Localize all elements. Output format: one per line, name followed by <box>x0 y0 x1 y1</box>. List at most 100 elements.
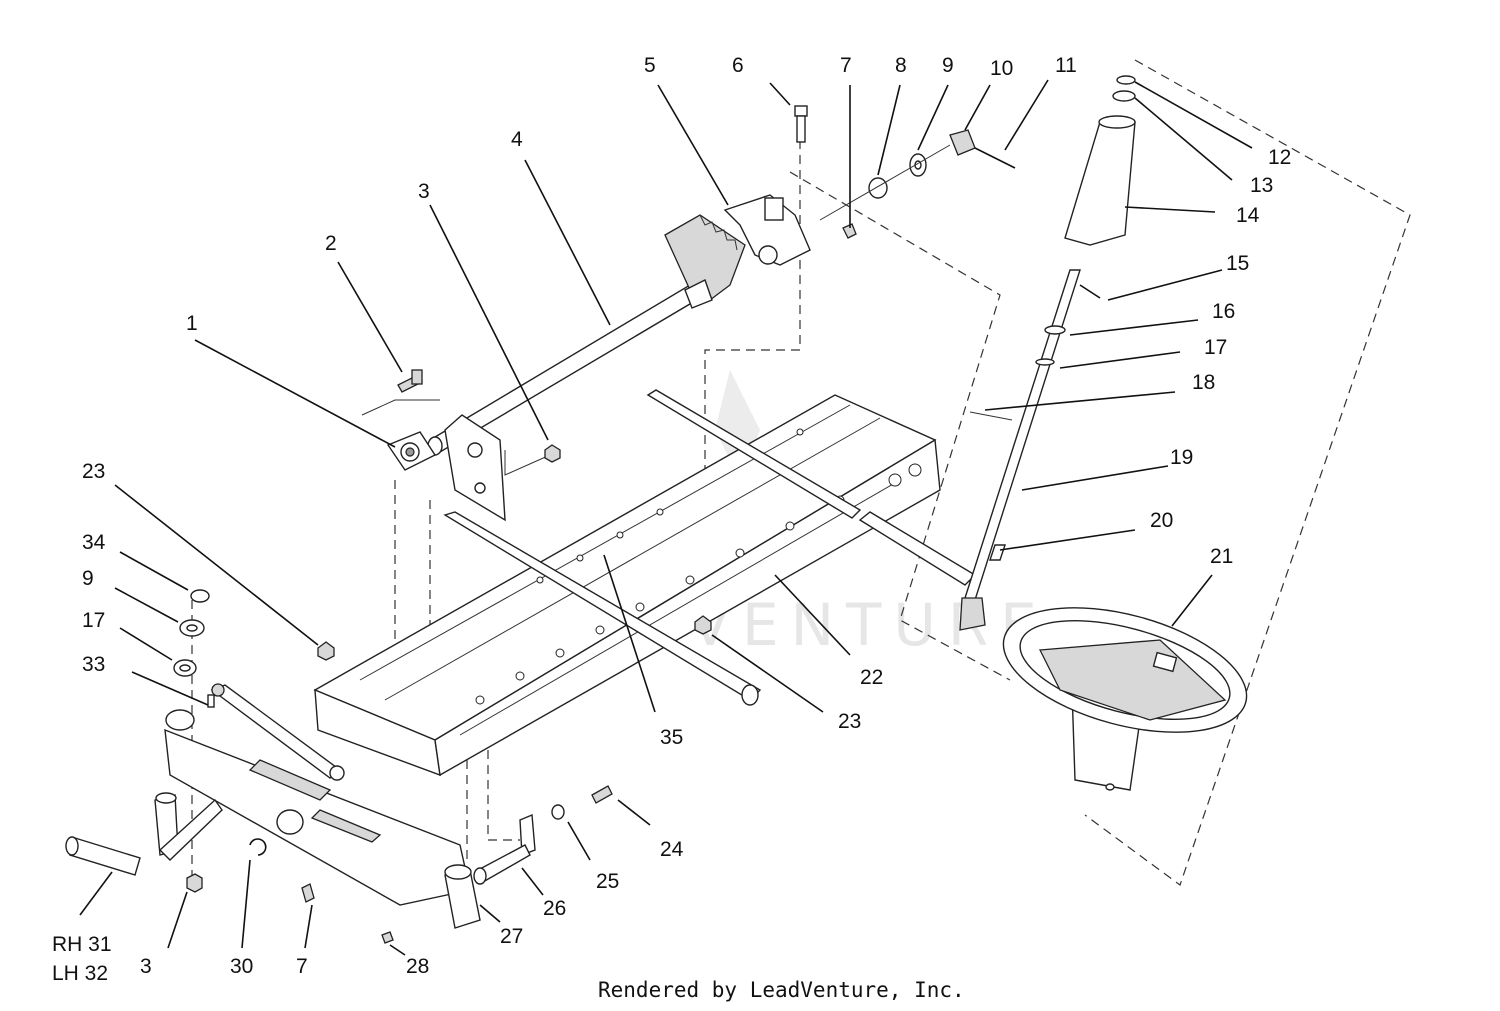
callout-8: 8 <box>895 54 907 77</box>
callout-20: 20 <box>1150 509 1173 532</box>
e-ring-30 <box>249 838 267 856</box>
washer-17-upper <box>1035 358 1055 366</box>
bolt-6-head <box>794 105 808 117</box>
callout-27: 27 <box>500 925 523 948</box>
bracket-tab <box>764 197 784 221</box>
nut-23-right <box>694 615 712 635</box>
flange-bearing <box>386 431 437 471</box>
steering-wheel <box>1002 607 1248 791</box>
sector-gear <box>664 214 746 309</box>
render-credit: Rendered by LeadVenture, Inc. <box>598 978 965 1002</box>
frame-side-rail <box>434 438 941 777</box>
callout-rh-31: RH 31 <box>52 933 112 956</box>
bolt-2-guide <box>361 399 551 476</box>
spindle-post-top <box>155 792 177 804</box>
callout-labels: 1 2 3 3 4 5 6 7 7 8 9 9 10 11 12 13 14 1… <box>52 54 1291 985</box>
callout-23-left: 23 <box>82 460 105 483</box>
callout-28: 28 <box>406 955 429 978</box>
washer-9-lower-hole <box>186 624 198 632</box>
bolt-2 <box>397 369 423 393</box>
callout-13: 13 <box>1250 174 1273 197</box>
grease-fitting-7-upper <box>842 223 857 239</box>
cross-tubes <box>443 389 977 706</box>
callout-9-upper: 9 <box>942 54 954 77</box>
callout-18: 18 <box>1192 371 1215 394</box>
bolt-2-head <box>411 369 423 385</box>
axle-pivot <box>276 809 304 835</box>
column-cover-top <box>1098 115 1136 129</box>
spindle <box>65 792 223 876</box>
mount-plate <box>444 414 506 522</box>
callout-19: 19 <box>1170 446 1193 469</box>
front-axle <box>164 709 481 929</box>
callout-33: 33 <box>82 653 105 676</box>
sector-hub <box>684 279 713 309</box>
callout-3-upper: 3 <box>418 180 430 203</box>
callout-9-lower: 9 <box>82 567 94 590</box>
mount-plate-body <box>444 414 506 522</box>
callout-1: 1 <box>186 312 198 335</box>
pivot-hardware <box>173 589 210 677</box>
callout-24: 24 <box>660 838 684 861</box>
nut-3-upper <box>544 444 561 463</box>
callout-10: 10 <box>990 57 1013 80</box>
fitting-28 <box>381 931 394 944</box>
drag-link <box>210 683 345 781</box>
leader-lines <box>79 79 1253 956</box>
mount-hole-1 <box>467 442 483 458</box>
lower-hardware <box>186 615 712 944</box>
pin-18 <box>969 411 1013 421</box>
wheel-spokes <box>1038 639 1227 721</box>
callout-lh-32: LH 32 <box>52 962 108 985</box>
callout-12: 12 <box>1268 146 1291 169</box>
callout-15: 15 <box>1226 252 1249 275</box>
steering-shaft-19 <box>964 269 1081 601</box>
bushing-16 <box>1044 325 1066 335</box>
main-frame <box>313 394 941 777</box>
callout-2: 2 <box>325 232 337 255</box>
upper-cross-tube <box>646 389 862 519</box>
callout-34: 34 <box>82 531 106 554</box>
sector-gear-teeth <box>699 214 738 251</box>
flange-hole <box>405 447 415 457</box>
callout-3-lower: 3 <box>140 955 152 978</box>
lower-cross-tube <box>443 511 762 701</box>
callout-30: 30 <box>230 955 253 978</box>
drag-link-end <box>329 765 345 781</box>
callout-14: 14 <box>1236 204 1260 227</box>
washer-13 <box>1112 90 1136 102</box>
callout-7-lower: 7 <box>296 955 308 978</box>
callout-17-upper: 17 <box>1204 336 1227 359</box>
callout-21: 21 <box>1210 545 1233 568</box>
callout-5: 5 <box>644 54 656 77</box>
tube-end <box>741 684 759 706</box>
spindle-boss-left <box>165 709 195 731</box>
callout-6: 6 <box>732 54 744 77</box>
bushing-8 <box>868 177 888 199</box>
steering-bracket <box>723 194 811 266</box>
wheel-emblem-icon <box>1152 651 1178 673</box>
nut-3-lower <box>186 873 203 893</box>
drag-link-ball <box>211 683 225 697</box>
callout-26: 26 <box>543 897 566 920</box>
mount-hole-2 <box>474 482 486 494</box>
bolt-6-shank <box>796 115 806 143</box>
steering-wheel-group-dash <box>1084 59 1411 886</box>
spindle-arm <box>158 798 223 861</box>
callout-23-right: 23 <box>838 710 861 733</box>
retainer-12 <box>1116 75 1136 85</box>
callout-17-lower: 17 <box>82 609 105 632</box>
castle-nut-10 <box>949 129 976 156</box>
spindle-axle <box>69 837 141 876</box>
shaft-axis <box>819 144 951 221</box>
washer-17-lower-hole <box>179 664 191 672</box>
grease-fitting-7-lower <box>301 883 315 903</box>
washer-25 <box>551 804 565 820</box>
rear-cross-tube <box>858 511 977 586</box>
callout-22: 22 <box>860 666 883 689</box>
bracket-hole <box>758 245 778 265</box>
callout-25: 25 <box>596 870 619 893</box>
callout-16: 16 <box>1212 300 1235 323</box>
